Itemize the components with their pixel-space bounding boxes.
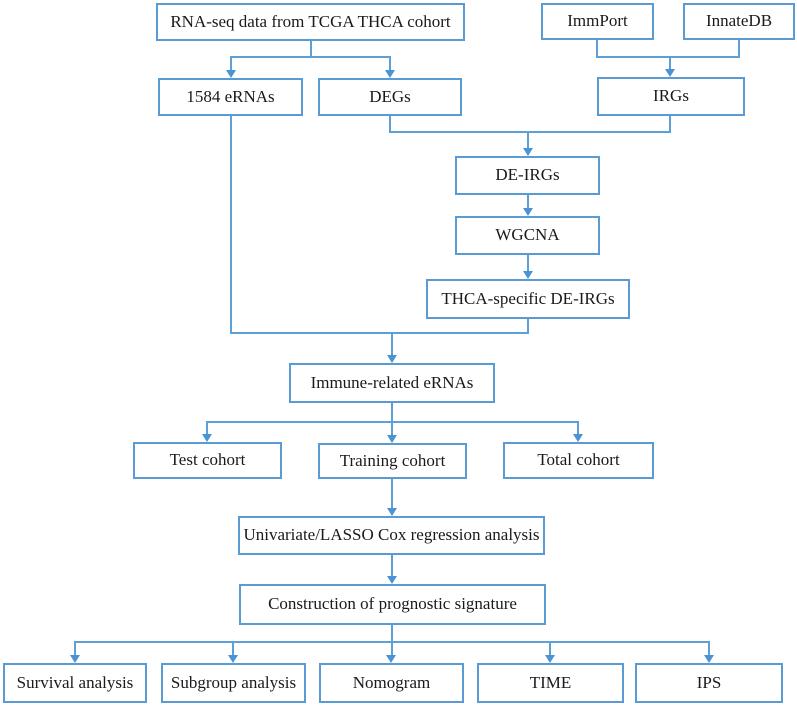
connector-line [527, 133, 529, 148]
connector-line [389, 56, 391, 70]
node-prognostic-signature: Construction of prognostic signature [239, 584, 546, 625]
arrow-down-icon [70, 655, 80, 663]
connector-line [669, 56, 671, 69]
connector-line [708, 641, 710, 655]
connector-line [596, 40, 598, 57]
connector-line [391, 479, 393, 508]
connector-line [738, 40, 740, 57]
arrow-down-icon [226, 70, 236, 78]
connector-line [391, 555, 393, 576]
arrow-down-icon [387, 576, 397, 584]
node-immport: ImmPort [541, 3, 654, 40]
arrow-down-icon [385, 70, 395, 78]
node-wgcna: WGCNA [455, 216, 600, 255]
connector-line [527, 195, 529, 208]
connector-line [391, 403, 393, 423]
node-subgroup-analysis: Subgroup analysis [161, 663, 306, 703]
arrow-down-icon [704, 655, 714, 663]
connector-line [389, 131, 671, 133]
node-immune-related-ernas: Immune-related eRNAs [289, 363, 495, 403]
node-1584-ernas: 1584 eRNAs [158, 78, 303, 116]
node-ips: IPS [635, 663, 783, 703]
node-degs: DEGs [318, 78, 462, 116]
arrow-down-icon [523, 271, 533, 279]
arrow-down-icon [665, 69, 675, 77]
connector-line [230, 116, 232, 334]
arrow-down-icon [545, 655, 555, 663]
connector-line [232, 641, 234, 655]
node-innatedb: InnateDB [683, 3, 795, 40]
arrow-down-icon [387, 508, 397, 516]
connector-line [669, 116, 671, 133]
connector-line [577, 421, 579, 434]
connector-line [527, 255, 529, 271]
node-nomogram: Nomogram [319, 663, 464, 703]
node-de-irgs: DE-IRGs [455, 156, 600, 195]
arrow-down-icon [387, 355, 397, 363]
arrow-down-icon [523, 148, 533, 156]
arrow-down-icon [228, 655, 238, 663]
node-univariate-lasso-cox: Univariate/LASSO Cox regression analysis [238, 516, 545, 555]
connector-line [230, 56, 232, 70]
node-rna-seq-tcga-thca: RNA-seq data from TCGA THCA cohort [156, 3, 465, 41]
node-total-cohort: Total cohort [503, 442, 654, 479]
node-irgs: IRGs [597, 77, 745, 116]
connector-line [74, 641, 710, 643]
node-training-cohort: Training cohort [318, 443, 467, 479]
connector-line [527, 319, 529, 334]
connector-line [596, 56, 740, 58]
arrow-down-icon [573, 434, 583, 442]
node-thca-specific-de-irgs: THCA-specific DE-IRGs [426, 279, 630, 319]
node-test-cohort: Test cohort [133, 442, 282, 479]
arrow-down-icon [523, 208, 533, 216]
arrow-down-icon [386, 655, 396, 663]
connector-line [391, 625, 393, 655]
connector-line [74, 641, 76, 655]
connector-line [310, 41, 312, 57]
arrow-down-icon [202, 434, 212, 442]
connector-line [230, 56, 391, 58]
connector-line [230, 332, 529, 334]
connector-line [549, 641, 551, 655]
node-time: TIME [477, 663, 624, 703]
connector-line [389, 116, 391, 133]
connector-line [391, 334, 393, 355]
connector-line [206, 421, 208, 434]
connector-line [391, 421, 393, 435]
node-survival-analysis: Survival analysis [3, 663, 147, 703]
arrow-down-icon [387, 435, 397, 443]
